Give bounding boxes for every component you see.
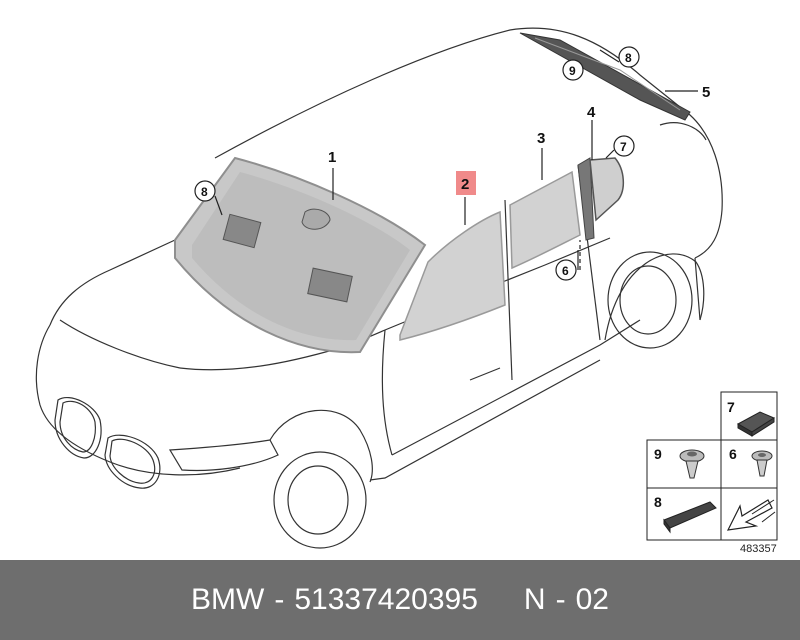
key-label-6: 6 bbox=[729, 446, 737, 462]
leader-lines bbox=[214, 49, 698, 270]
callout-5[interactable]: 5 bbox=[702, 84, 710, 101]
key-cell-screw-b bbox=[720, 439, 778, 489]
callouts: 1 2 3 4 5 6 7 8 8 9 bbox=[194, 46, 710, 281]
callout-6-circle bbox=[555, 259, 577, 281]
reference-number: 483357 bbox=[740, 543, 777, 555]
key-label-8: 8 bbox=[654, 494, 662, 510]
parts-diagram: 1 2 3 4 5 6 7 8 8 9 7 9 6 bbox=[35, 27, 778, 555]
screw-b-icon bbox=[751, 450, 773, 477]
variant-number: 02 bbox=[575, 583, 609, 616]
rear-door-window[interactable] bbox=[509, 170, 581, 270]
screw-a-icon bbox=[679, 449, 705, 479]
variant-separator: - bbox=[555, 583, 566, 616]
mirror-mount bbox=[301, 208, 331, 230]
rear-window[interactable] bbox=[519, 32, 691, 121]
callout-6[interactable]: 6 bbox=[562, 264, 569, 278]
parts-key-panel: 7 9 6 8 483357 bbox=[646, 391, 778, 555]
callout-3[interactable]: 3 bbox=[537, 130, 545, 147]
front-door-window[interactable] bbox=[399, 210, 506, 341]
rear-quarter-window[interactable] bbox=[589, 157, 624, 222]
callout-2[interactable]: 2 bbox=[461, 176, 469, 193]
footer-separator: - bbox=[274, 583, 285, 616]
footer-bar: BMW - 51337420395 N - 02 bbox=[0, 560, 800, 640]
callout-8-left[interactable]: 8 bbox=[201, 185, 208, 199]
brand-name: BMW bbox=[191, 583, 265, 616]
callout-1[interactable]: 1 bbox=[328, 149, 336, 166]
callout-4[interactable]: 4 bbox=[587, 104, 596, 121]
callout-2-highlight bbox=[456, 171, 476, 195]
key-label-7: 7 bbox=[727, 399, 735, 415]
callout-8-roof-circle bbox=[618, 46, 640, 68]
callout-7-circle bbox=[613, 135, 635, 157]
callout-8-left-circle bbox=[194, 180, 216, 202]
variant-code: N bbox=[523, 583, 546, 616]
key-cell-arrow bbox=[720, 487, 778, 541]
part-number: 51337420395 bbox=[294, 583, 478, 616]
callout-7[interactable]: 7 bbox=[620, 140, 627, 154]
key-label-9: 9 bbox=[654, 446, 662, 462]
sensor-pad-upper bbox=[222, 213, 262, 249]
rear-quarter-strip[interactable] bbox=[577, 157, 595, 241]
sensor-pad-lower bbox=[307, 267, 353, 303]
strip-icon bbox=[663, 501, 717, 534]
fitting-direction-arrow-icon bbox=[726, 499, 776, 531]
callout-9-circle bbox=[562, 59, 584, 81]
callout-8-roof[interactable]: 8 bbox=[625, 51, 632, 65]
callout-9[interactable]: 9 bbox=[569, 64, 576, 78]
glass-parts bbox=[174, 32, 691, 354]
